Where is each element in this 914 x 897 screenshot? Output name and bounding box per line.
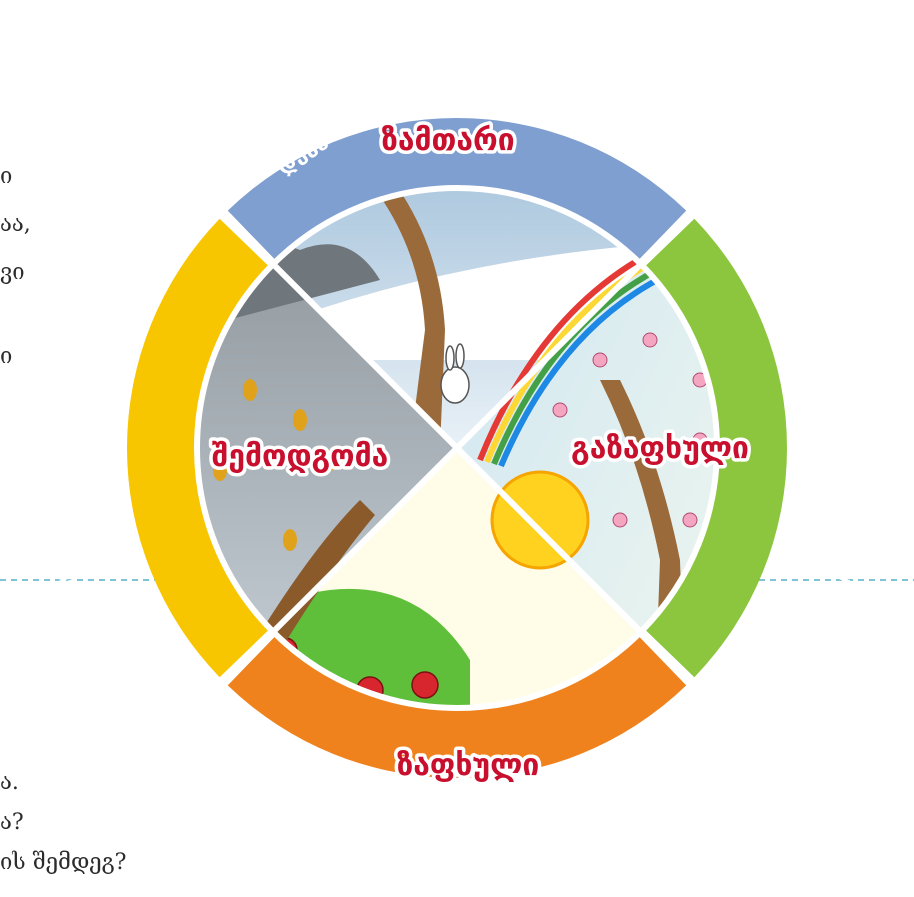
months-autumn: სექტემბერი → ოქტომბერი → ნოემბერი bbox=[30, 230, 145, 622]
months-summer: ივნისი → ივლისი → აგვისტო bbox=[289, 794, 617, 864]
arrow-autumn-to-winter-icon bbox=[168, 118, 204, 160]
quadrant-dividers bbox=[270, 261, 644, 635]
inner-border bbox=[194, 185, 720, 711]
side-fragment-2: აა, bbox=[0, 212, 31, 237]
side-fragment-1: ი bbox=[0, 164, 13, 189]
side-fragment-7: ის შემდეგ? bbox=[0, 850, 127, 875]
label-winter: ზამთარი bbox=[381, 123, 514, 158]
winter-tree-trunk bbox=[360, 188, 445, 448]
ring-segment-summer bbox=[227, 636, 687, 778]
side-fragment-5: ა. bbox=[0, 770, 19, 795]
label-autumn: შემოდგომა bbox=[212, 439, 389, 474]
ring-segment-spring bbox=[645, 218, 787, 678]
side-fragment-4: ი bbox=[0, 344, 13, 369]
arrow-summer-to-autumn-icon bbox=[172, 732, 206, 788]
ring-segment-autumn bbox=[127, 218, 269, 678]
side-fragment-6: ა? bbox=[0, 810, 24, 835]
ring-arrows bbox=[168, 118, 798, 788]
sun-icon bbox=[490, 470, 590, 570]
label-spring: გაზაფხული bbox=[571, 431, 749, 466]
arrow-winter-to-spring-icon bbox=[748, 178, 798, 214]
arrow-spring-to-summer-icon bbox=[702, 738, 750, 776]
label-summer: ზაფხული bbox=[397, 748, 540, 783]
hare-icon bbox=[440, 343, 470, 404]
month-ring bbox=[127, 118, 787, 778]
side-fragment-3: ვი bbox=[0, 260, 25, 285]
season-labels: ზამთარი გაზაფხული ზაფხული შემოდგომა bbox=[208, 120, 752, 787]
ring-segment-winter bbox=[227, 118, 687, 260]
months-spring: მარტი → აპრილი → მაისი bbox=[815, 306, 876, 603]
